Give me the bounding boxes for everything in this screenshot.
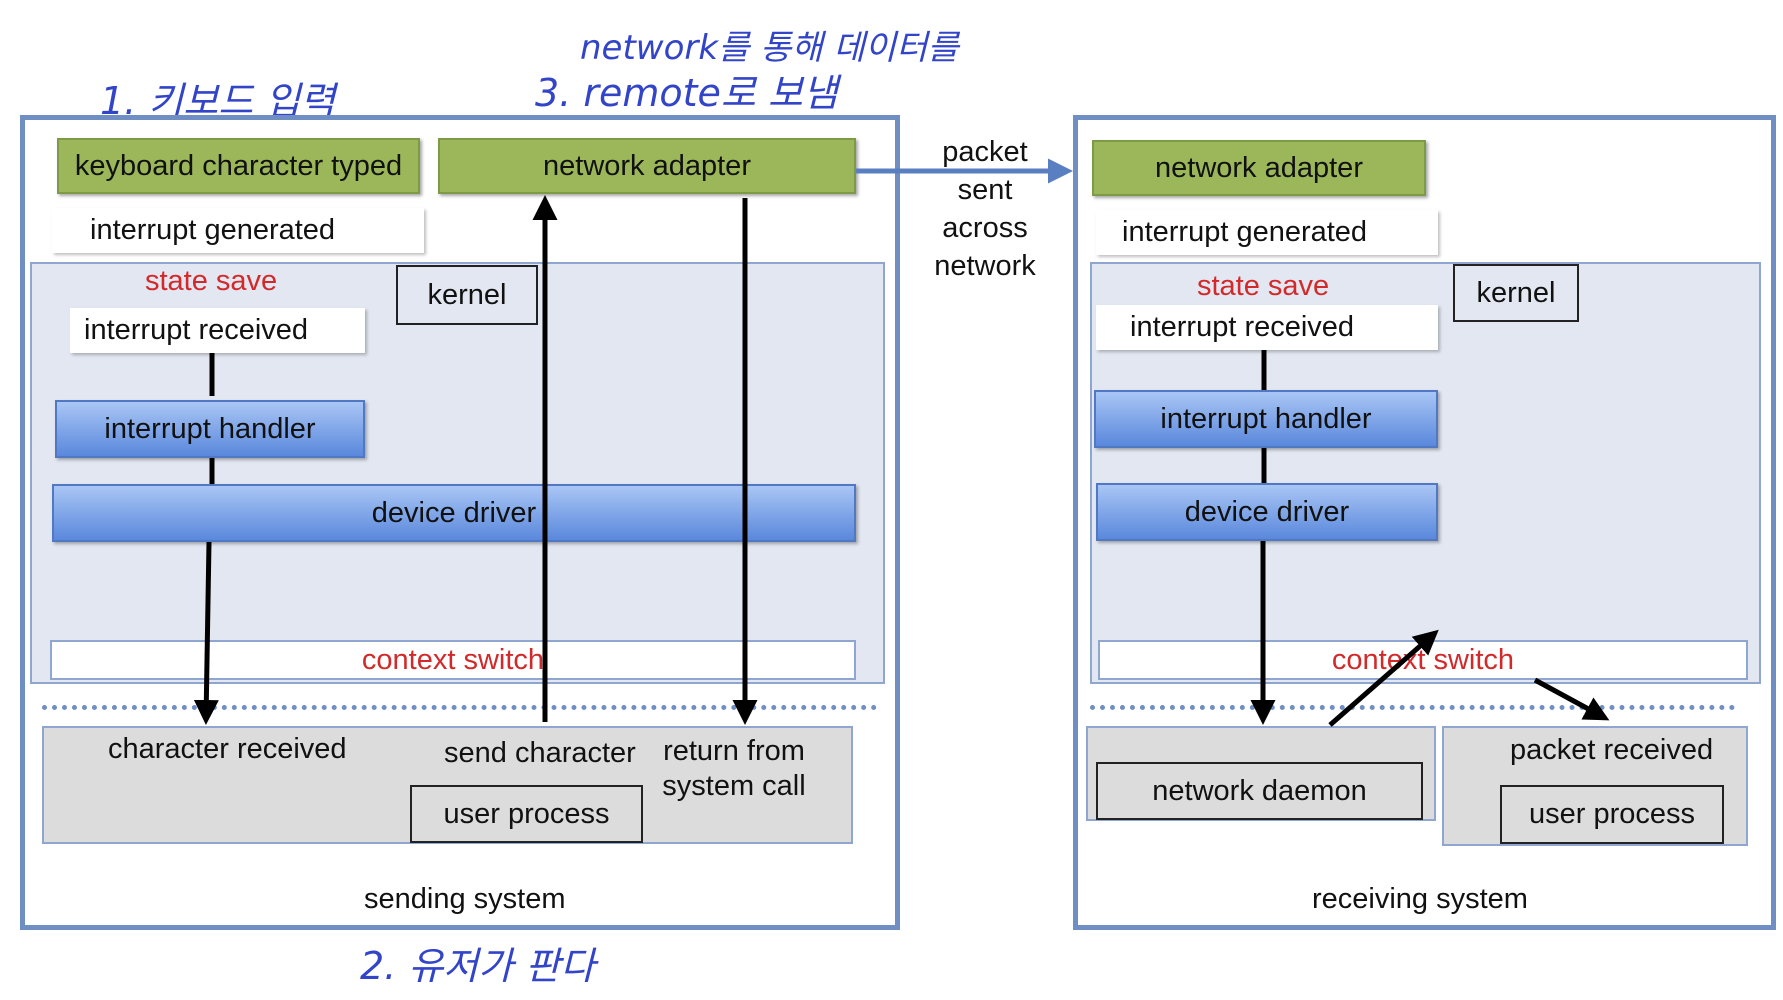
receiving-system-label: receiving system — [1312, 883, 1528, 915]
sending-interrupt-handler: interrupt handler — [55, 400, 365, 458]
receiving-interrupt-generated-label: interrupt generated — [1122, 216, 1368, 248]
sending-keyboard-typed-box: keyboard character typed — [57, 138, 420, 194]
sending-device-driver: device driver — [52, 484, 856, 542]
receiving-kernel-box: kernel — [1453, 264, 1579, 322]
sending-context-switch-label: context switch — [361, 643, 545, 676]
sending-return-from-line2: system call — [662, 770, 806, 802]
packet-label-line-3: across — [942, 212, 1028, 244]
sending-user-process-label: user process — [443, 797, 610, 830]
annotation-send-remote: 3. remote로 보냄 — [535, 71, 838, 115]
receiving-device-driver-label: device driver — [1184, 495, 1350, 528]
sending-interrupt-handler-label: interrupt handler — [104, 412, 316, 445]
receiving-user-process-label: user process — [1528, 798, 1695, 830]
sending-user-kernel-boundary — [42, 705, 877, 710]
sending-interrupt-received-label: interrupt received — [84, 314, 309, 346]
receiving-interrupt-received-label: interrupt received — [1130, 311, 1355, 343]
receiving-network-adapter-box: network adapter — [1092, 140, 1426, 196]
receiving-network-adapter-label: network adapter — [1155, 151, 1363, 184]
sending-keyboard-label: keyboard character typed — [74, 149, 403, 182]
sending-network-adapter-box: network adapter — [438, 138, 856, 194]
sending-interrupt-generated: interrupt generated — [52, 208, 424, 253]
packet-sent-label: packet sent across network — [915, 133, 1055, 285]
packet-label-line-4: network — [934, 250, 1036, 282]
sending-kernel-box: kernel — [396, 265, 538, 325]
receiving-network-daemon-label: network daemon — [1152, 774, 1367, 807]
daemon-arrow-up — [1328, 629, 1439, 727]
sending-flow-arrow-down — [193, 541, 219, 725]
sending-send-character: send character — [444, 737, 636, 769]
receiving-user-process-box: user process — [1500, 785, 1724, 844]
annotation-network-data: network를 통해 데이터를 — [580, 28, 959, 68]
sending-kernel-label: kernel — [427, 278, 507, 311]
sending-network-adapter-label: network adapter — [543, 149, 751, 182]
sending-context-switch: context switch — [50, 640, 856, 680]
receiving-device-driver: device driver — [1096, 483, 1438, 541]
receiving-interrupt-handler: interrupt handler — [1094, 390, 1438, 448]
sending-character-received: character received — [108, 733, 347, 765]
receiving-interrupt-generated: interrupt generated — [1096, 210, 1438, 255]
sending-system-label: sending system — [364, 883, 566, 915]
annotation-user-action: 2. 유저가 판다 — [360, 944, 596, 988]
sending-user-process-box: user process — [410, 785, 643, 843]
sending-interrupt-generated-label: interrupt generated — [90, 214, 336, 246]
packet-received-arrow — [1533, 677, 1610, 721]
sending-state-save: state save — [145, 265, 278, 297]
sending-return-from-line1: return from — [663, 735, 805, 767]
receiving-daemon-area — [1086, 726, 1436, 821]
receiving-interrupt-handler-label: interrupt handler — [1160, 402, 1372, 435]
sending-device-driver-label: device driver — [371, 496, 537, 529]
receiving-user-kernel-boundary — [1090, 705, 1735, 710]
packet-label-line-2: sent — [957, 174, 1013, 206]
receiving-kernel-label: kernel — [1476, 276, 1556, 309]
packet-label-line-1: packet — [942, 136, 1028, 168]
sending-interrupt-received: interrupt received — [70, 308, 365, 353]
receiving-packet-received: packet received — [1510, 734, 1714, 766]
receiving-state-save: state save — [1197, 270, 1330, 302]
receiving-network-daemon-box: network daemon — [1096, 762, 1423, 820]
receiving-interrupt-received: interrupt received — [1096, 305, 1438, 350]
